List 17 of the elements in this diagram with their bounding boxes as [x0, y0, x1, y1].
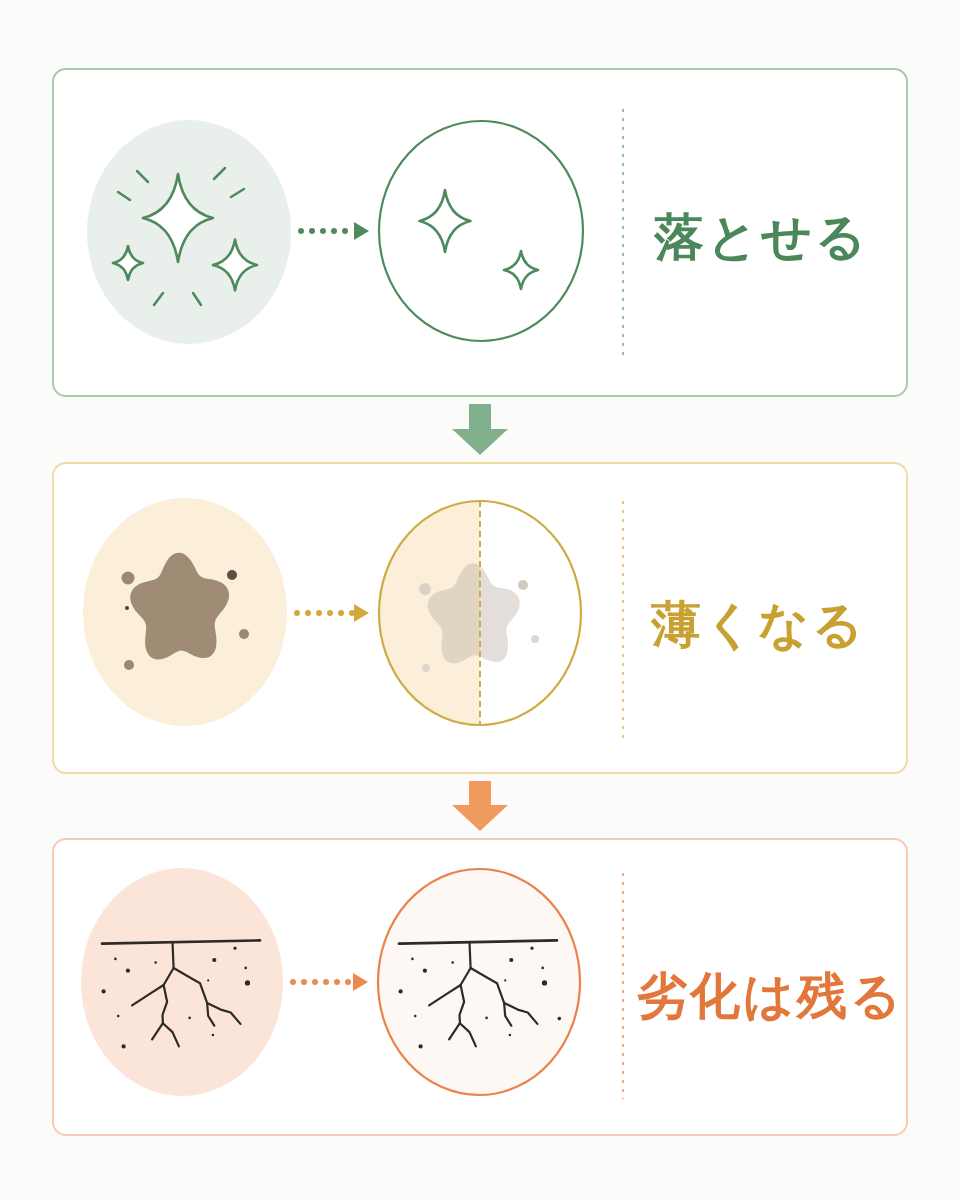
result-label: 薄くなる	[650, 597, 866, 653]
sparkles-drawing	[377, 119, 585, 343]
arrow	[452, 404, 508, 455]
sparkles-drawing	[85, 118, 293, 346]
crack-drawing	[376, 867, 582, 1097]
crack-drawing	[79, 866, 285, 1098]
result-label: 落とせる	[653, 209, 869, 265]
stain-drawing	[81, 496, 289, 728]
dotted-arrow	[294, 604, 369, 622]
result-label: 劣化は残る	[636, 968, 904, 1024]
panel-card	[52, 68, 908, 397]
panel-card	[52, 838, 908, 1136]
arrow	[452, 781, 508, 831]
dotted-arrow	[290, 973, 368, 991]
dotted-arrow	[298, 222, 369, 240]
panel-card	[52, 462, 908, 774]
faded-stain-drawing	[377, 499, 583, 727]
